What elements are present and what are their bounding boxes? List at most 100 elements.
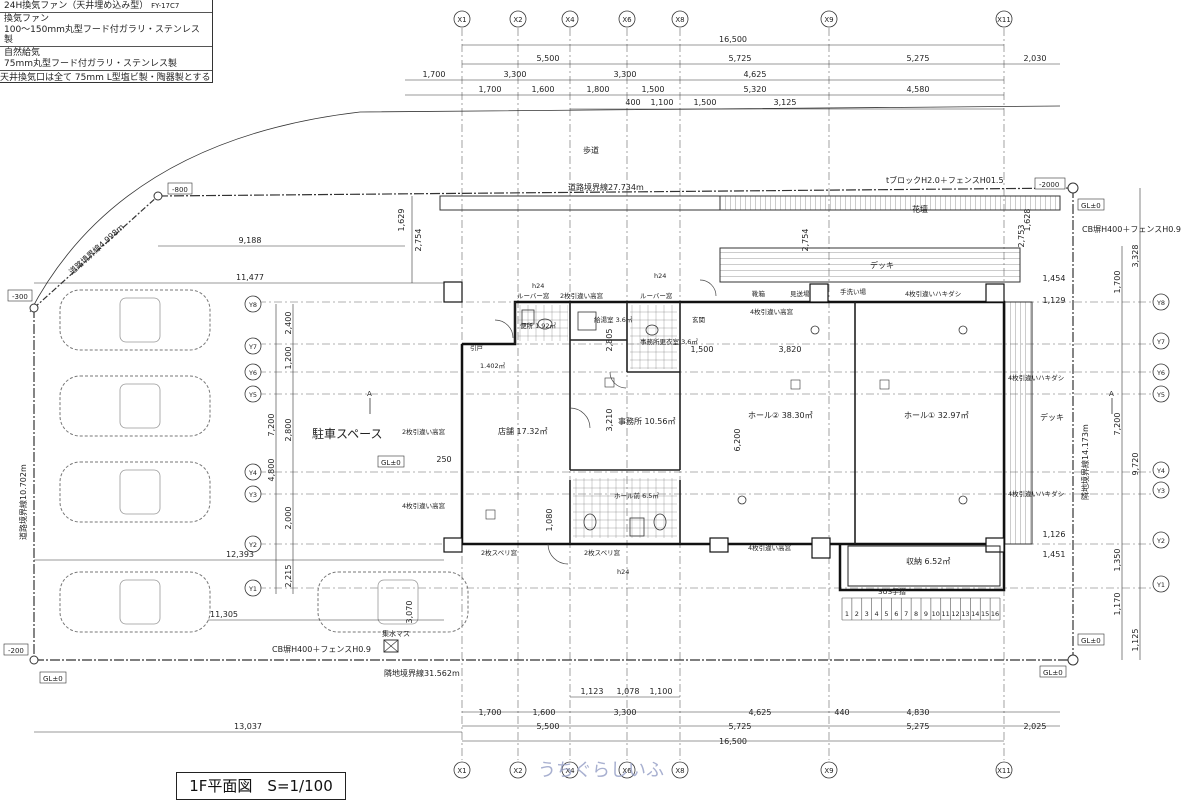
grid-y4: Y4 — [248, 469, 257, 477]
dim-right-c2-0: 3,328 — [1131, 245, 1140, 268]
manhole-icon — [383, 639, 399, 653]
label-slip-window-2: 2枚スベリ窓 — [584, 548, 621, 557]
washbasin-icon — [629, 517, 645, 537]
dim-right-c2-1: 9,720 — [1131, 453, 1140, 476]
dim-top-r3-4: 5,320 — [744, 85, 767, 94]
label-hot-water: 給湯室 3.6㎡ — [594, 315, 633, 324]
stair-number: 3 — [865, 610, 869, 618]
label-sliding-b: 2枚引違い高窓 — [560, 291, 604, 300]
dim-bot-r2-2: 5,275 — [907, 722, 930, 731]
label-sliding-h: 4枚引違い高窓 — [750, 307, 794, 316]
label-hall1: ホール① 32.97㎡ — [904, 411, 969, 420]
stair-number: 14 — [971, 610, 979, 618]
label-h24-1: h24 — [532, 282, 544, 290]
stair-number: 15 — [981, 610, 989, 618]
dim-right-m6: 1,451 — [1043, 550, 1066, 559]
section-label: A — [367, 390, 372, 398]
label-louver-1: ルーバー窓 — [517, 291, 550, 300]
storage-room — [847, 545, 1001, 587]
dim-left-v4: 2,215 — [284, 565, 293, 588]
grid-x8-b: X8 — [675, 767, 684, 775]
dim-top-r4-2: 1,500 — [694, 98, 717, 107]
dim-left-h0: 9,188 — [239, 236, 262, 245]
dim-top-r3-5: 4,580 — [907, 85, 930, 94]
dim-right-m11: 2,805 — [605, 329, 614, 352]
top-block-fence — [439, 195, 721, 211]
dim-bot-r1-0: 1,700 — [479, 708, 502, 717]
boundary-marker — [1067, 654, 1079, 666]
columns — [443, 281, 1005, 559]
label-hall2: ホール② 38.30㎡ — [748, 411, 813, 420]
gl-mark-1: GL±0 — [1081, 202, 1101, 210]
dim-left-m0: 1,629 — [397, 209, 406, 232]
door-swing-icon — [494, 319, 514, 339]
label-louver-2: ルーバー窓 — [640, 291, 673, 300]
label-deck-top: デッキ — [870, 260, 894, 270]
stair-number: 4 — [874, 610, 878, 618]
dim-left-v7: 4,800 — [267, 459, 276, 482]
dim-top-r4-0: 400 — [625, 98, 640, 107]
stair-number: 7 — [904, 610, 908, 618]
grid-y1-r: Y1 — [1156, 581, 1165, 589]
left-dimension-lines — [34, 196, 444, 621]
gl-mark-2: GL±0 — [381, 459, 401, 467]
stair-number: 1 — [845, 610, 849, 618]
gl-mark-4: GL±0 — [1043, 669, 1063, 677]
boundary-marker — [29, 303, 39, 313]
grid-lines-x — [461, 28, 1005, 760]
label-road-boundary-corner: 道路境界線4.998m — [67, 222, 126, 277]
dim-right-c1-3: 1,170 — [1113, 593, 1122, 616]
legend-note: 天井換気口は全て 75mm L型塩ビ製・陶器製とする — [0, 73, 211, 83]
grid-x4: X4 — [565, 16, 575, 24]
dim-right-c1-2: 1,350 — [1113, 549, 1122, 572]
grid-x11: X11 — [997, 16, 1011, 24]
grid-y5-r: Y5 — [1156, 391, 1165, 399]
dim-bot-r1-2: 3,300 — [614, 708, 637, 717]
dim-overall-top: 16,500 — [719, 35, 747, 44]
label-h24-2: h24 — [654, 272, 666, 280]
dim-right-c2-2: 1,125 — [1131, 629, 1140, 652]
grid-y7: Y7 — [248, 343, 257, 351]
label-sliding-a: 2枚引違い高窓 — [402, 427, 446, 436]
section-label: A — [1109, 390, 1114, 398]
door-swings — [494, 279, 717, 565]
grid-bubble-labels-left: Y8 Y7 Y6 Y5 Y4 Y3 Y2 Y1 — [248, 301, 257, 593]
label-manhole: 集水マス — [382, 629, 410, 638]
label-sliding-d: 4枚引違い高窓 — [748, 543, 792, 552]
dim-top-r3-1: 1,600 — [532, 85, 555, 94]
dim-left-v0: 2,400 — [284, 312, 293, 335]
dim-right-m8: 1,500 — [691, 345, 714, 354]
dim-left-v1: 1,200 — [284, 347, 293, 370]
dim-left-h3: 11,305 — [210, 610, 238, 619]
dim-top-r1-3: 2,030 — [1024, 54, 1047, 63]
grid-y1: Y1 — [248, 585, 257, 593]
dim-left-m3: 1,080 — [545, 509, 554, 532]
grid-y6: Y6 — [248, 369, 257, 377]
stair-number: 13 — [961, 610, 969, 618]
label-road-boundary-left: 道路境界線10.702m — [18, 464, 28, 540]
toilet-icon — [653, 513, 667, 531]
level-mark-4: -200 — [8, 647, 24, 655]
grid-x6-b: X6 — [622, 767, 632, 775]
watermark: うちぐらしいふ — [538, 760, 664, 781]
toilet-icon — [521, 309, 535, 325]
stair-number: 12 — [951, 610, 959, 618]
dim-left-v2: 2,800 — [284, 419, 293, 442]
dim-left-m2: 250 — [436, 455, 451, 464]
left-dimension-text: 9,188 11,477 12,393 11,305 2,400 1,200 2… — [210, 209, 554, 624]
label-hikido: 引戸 — [470, 343, 484, 352]
stair-number: 2 — [855, 610, 859, 618]
dim-top-r3-3: 1,500 — [642, 85, 665, 94]
door-swing-icon — [569, 407, 591, 429]
label-hall-small: ホール前 6.5㎡ — [614, 491, 659, 500]
label-slip-window-1: 2枚スベリ窓 — [481, 548, 518, 557]
label-h24-3: h24 — [617, 568, 629, 576]
grid-y7-r: Y7 — [1156, 338, 1165, 346]
dim-top-r3-2: 1,800 — [587, 85, 610, 94]
grid-x9-b: X9 — [824, 767, 833, 775]
grid-y5: Y5 — [248, 391, 257, 399]
grid-bubbles-right — [1152, 293, 1170, 593]
label-sink: 手洗い場 — [840, 287, 867, 296]
light-icon — [810, 325, 820, 335]
